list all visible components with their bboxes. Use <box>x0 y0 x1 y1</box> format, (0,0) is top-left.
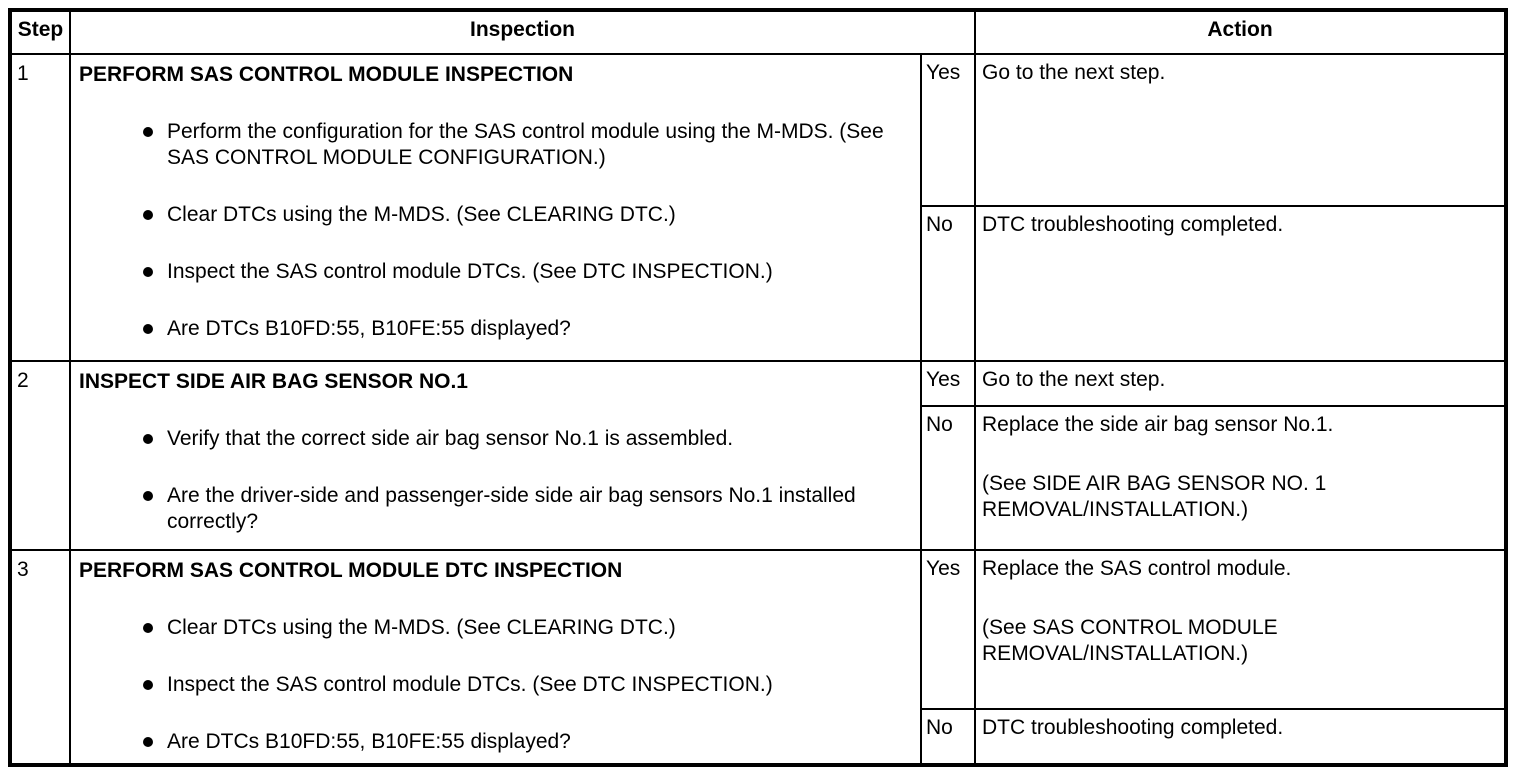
no-label-cell: No <box>919 205 977 362</box>
bullet-text: Clear DTCs using the M-MDS. (See CLEARIN… <box>167 203 676 226</box>
action-cell: DTC troubleshooting completed. <box>974 205 1508 362</box>
bullet-icon <box>143 434 153 444</box>
bullet-icon <box>143 491 153 501</box>
bullet-item: Clear DTCs using the M-MDS. (See CLEARIN… <box>79 202 910 228</box>
action-line: DTC troubleshooting completed. <box>982 213 1284 236</box>
action-line: Go to the next step. <box>982 368 1166 391</box>
bullet-item: Perform the configuration for the SAS co… <box>79 119 910 171</box>
table-row-step1-yes: 1 PERFORM SAS CONTROL MODULE INSPECTION … <box>9 53 1508 362</box>
bullet-icon <box>143 680 153 690</box>
action-line: DTC troubleshooting completed. <box>982 716 1284 739</box>
inspection-cell: PERFORM SAS CONTROL MODULE INSPECTION Pe… <box>69 53 922 362</box>
action-line: Go to the next step. <box>982 61 1166 84</box>
inspection-cell: INSPECT SIDE AIR BAG SENSOR NO.1 Verify … <box>69 360 922 551</box>
action-cell: DTC troubleshooting completed. <box>974 708 1508 766</box>
bullet-text: Are DTCs B10FD:55, B10FE:55 displayed? <box>167 730 571 753</box>
bullet-text: Verify that the correct side air bag sen… <box>167 427 734 450</box>
action-cell: Go to the next step. <box>974 360 1508 407</box>
step-number: 1 <box>9 53 71 362</box>
bullet-icon <box>143 737 153 747</box>
bullet-list: Clear DTCs using the M-MDS. (See CLEARIN… <box>79 615 910 755</box>
yes-label-cell: Yes <box>919 549 977 710</box>
action-line: (See SIDE AIR BAG SENSOR NO. 1 REMOVAL/I… <box>982 472 1327 521</box>
no-label-cell: No <box>919 708 977 766</box>
table-row-step2-no: No Replace the side air bag sensor No.1.… <box>10 405 1508 551</box>
action-line: (See SAS CONTROL MODULE REMOVAL/INSTALLA… <box>982 616 1278 665</box>
yes-label-cell: Yes <box>919 360 977 407</box>
header-inspection: Inspection <box>68 9 977 55</box>
bullet-item: Inspect the SAS control module DTCs. (Se… <box>79 259 910 285</box>
bullet-item: Inspect the SAS control module DTCs. (Se… <box>79 672 910 698</box>
step-number: 2 <box>9 360 71 551</box>
bullet-item: Verify that the correct side air bag sen… <box>79 426 910 452</box>
bullet-text: Are DTCs B10FD:55, B10FE:55 displayed? <box>167 317 571 340</box>
action-cell: Go to the next step. <box>974 53 1508 207</box>
bullet-item: Are the driver-side and passenger-side s… <box>79 483 910 535</box>
table-row-step1-no: No DTC troubleshooting completed. <box>10 205 1508 362</box>
action-cell: Replace the side air bag sensor No.1. (S… <box>974 405 1508 551</box>
bullet-item: Are DTCs B10FD:55, B10FE:55 displayed? <box>79 316 910 342</box>
bullet-icon <box>143 623 153 633</box>
inspection-cell: PERFORM SAS CONTROL MODULE DTC INSPECTIO… <box>69 549 922 766</box>
action-line: Replace the SAS control module. <box>982 557 1292 580</box>
bullet-text: Clear DTCs using the M-MDS. (See CLEARIN… <box>167 616 676 639</box>
troubleshooting-table: Step Inspection Action 1 PERFORM SAS CON… <box>8 8 1509 767</box>
header-action: Action <box>974 9 1508 55</box>
bullet-text: Are the driver-side and passenger-side s… <box>167 484 856 533</box>
table-row-step2-yes: 2 INSPECT SIDE AIR BAG SENSOR NO.1 Verif… <box>9 360 1508 551</box>
bullet-icon <box>143 127 153 137</box>
inspection-title: PERFORM SAS CONTROL MODULE DTC INSPECTIO… <box>79 559 623 582</box>
action-line: Replace the side air bag sensor No.1. <box>982 413 1334 436</box>
table-row-step3-yes: 3 PERFORM SAS CONTROL MODULE DTC INSPECT… <box>9 549 1508 766</box>
bullet-text: Inspect the SAS control module DTCs. (Se… <box>167 673 773 696</box>
header-row: Step Inspection Action <box>9 9 1508 55</box>
bullet-list: Perform the configuration for the SAS co… <box>79 119 910 342</box>
step-number: 3 <box>9 549 71 766</box>
yes-label-cell: Yes <box>919 53 977 207</box>
bullet-icon <box>143 267 153 277</box>
no-label-cell: No <box>919 405 977 551</box>
bullet-text: Perform the configuration for the SAS co… <box>167 120 884 169</box>
bullet-item: Are DTCs B10FD:55, B10FE:55 displayed? <box>79 729 910 755</box>
bullet-icon <box>143 324 153 334</box>
inspection-title: PERFORM SAS CONTROL MODULE INSPECTION <box>79 63 574 86</box>
bullet-text: Inspect the SAS control module DTCs. (Se… <box>167 260 773 283</box>
bullet-icon <box>143 210 153 220</box>
bullet-list: Verify that the correct side air bag sen… <box>79 426 910 535</box>
bullet-item: Clear DTCs using the M-MDS. (See CLEARIN… <box>79 615 910 641</box>
header-step: Step <box>9 9 71 55</box>
action-cell: Replace the SAS control module. (See SAS… <box>974 549 1508 710</box>
inspection-title: INSPECT SIDE AIR BAG SENSOR NO.1 <box>79 370 468 393</box>
